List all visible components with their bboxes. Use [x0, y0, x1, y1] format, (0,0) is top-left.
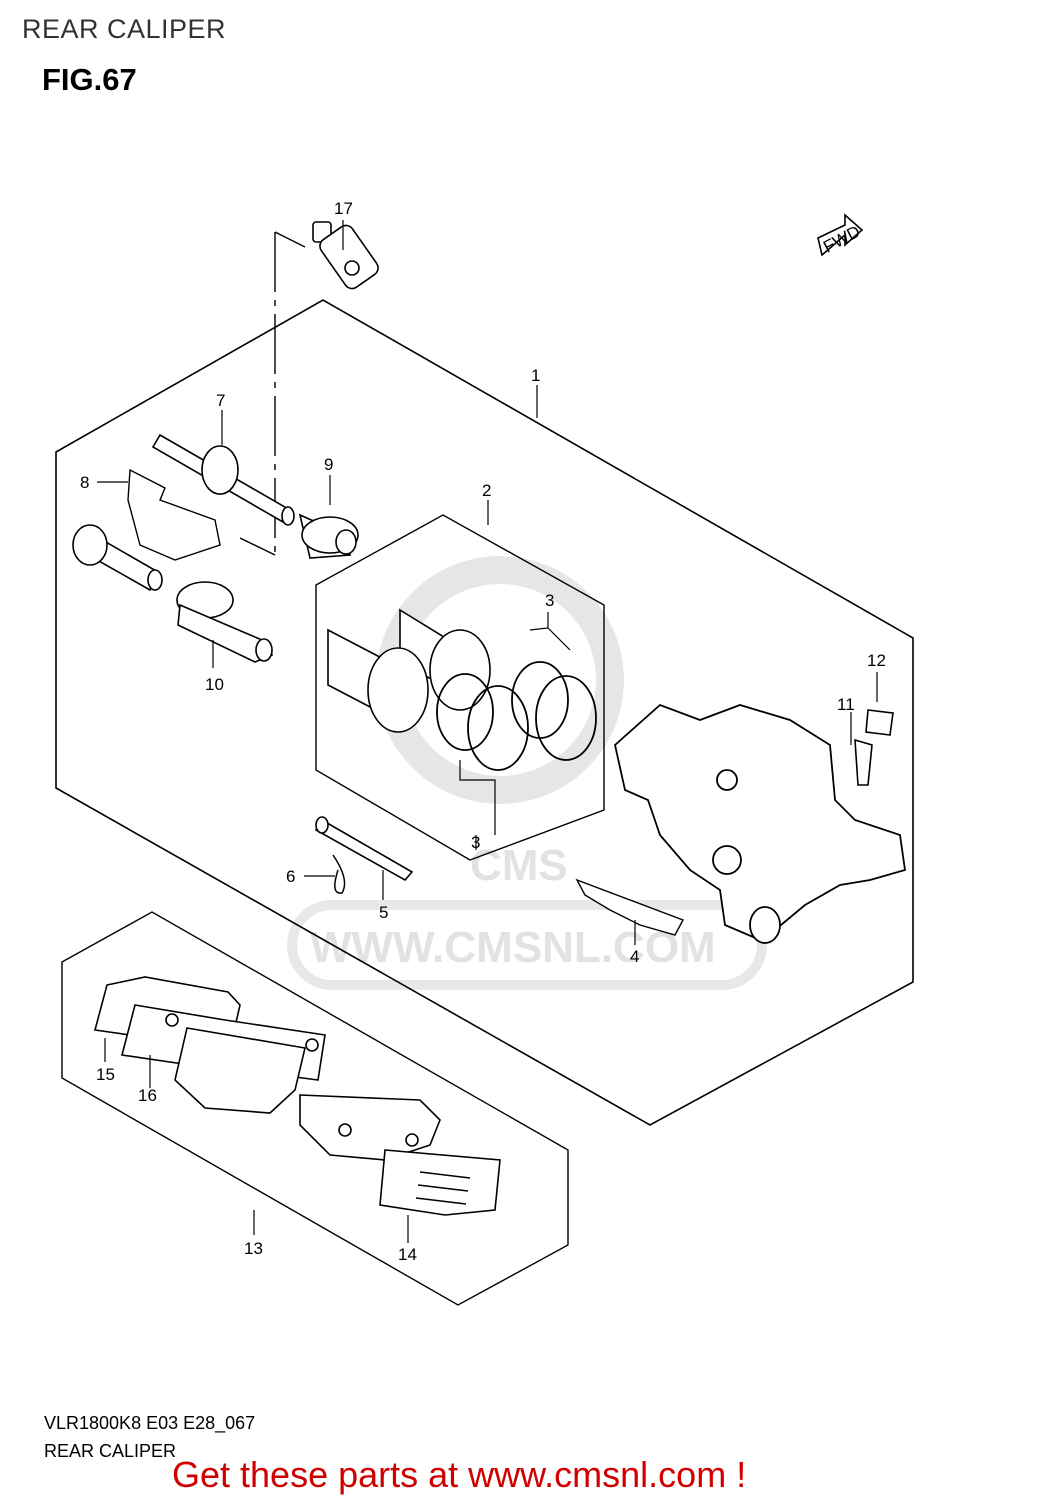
pistons-part — [327, 608, 491, 733]
caliper-body-part — [614, 703, 907, 944]
forward-arrow-icon: FWD — [817, 213, 863, 257]
part-labels: 17 1 7 8 9 2 3 10 12 11 3 6 5 4 15 16 13… — [80, 199, 886, 1264]
lower-pin-part — [72, 524, 163, 592]
figure-number: FIG.67 — [42, 62, 137, 97]
part-label-9: 9 — [324, 455, 333, 474]
part-label-13: 13 — [244, 1239, 263, 1258]
part-label-5: 5 — [379, 903, 388, 922]
watermark-logo-text: CMS — [470, 841, 568, 890]
part-label-12: 12 — [867, 651, 886, 670]
part-label-3-top: 3 — [545, 591, 554, 610]
watermark-text: WWW.CMSNL.COM — [310, 923, 716, 972]
part-label-8: 8 — [80, 473, 89, 492]
part-label-6: 6 — [286, 867, 295, 886]
bracket-spring-part — [127, 468, 221, 561]
diagram-subtitle: REAR CALIPER — [44, 1441, 177, 1461]
part-label-17: 17 — [334, 199, 353, 218]
part-label-3-bottom: 3 — [471, 833, 480, 852]
part-label-16: 16 — [138, 1086, 157, 1105]
part-label-14: 14 — [398, 1245, 417, 1264]
leader-lines — [97, 220, 878, 1243]
piston-set-outline — [315, 514, 605, 861]
part-label-1: 1 — [531, 366, 540, 385]
diagram-code: VLR1800K8 E03 E28_067 — [44, 1413, 256, 1433]
slide-pin-part — [151, 433, 295, 526]
part-label-10: 10 — [205, 675, 224, 694]
part-label-11: 11 — [837, 695, 855, 714]
caliper-kit-outline — [55, 299, 914, 1126]
bolt-part — [312, 221, 379, 290]
part-label-15: 15 — [96, 1065, 115, 1084]
bleeder-valve-part — [854, 709, 894, 786]
pad-pin-part — [314, 816, 414, 882]
part-label-2: 2 — [482, 481, 491, 500]
cmsnl-promo-link[interactable]: Get these parts at www.cmsnl.com ! — [172, 1454, 747, 1495]
pin-boot-part — [176, 581, 274, 663]
pad-set-outline — [61, 911, 569, 1306]
dust-boot-part — [298, 513, 359, 559]
r-clip-part — [332, 854, 346, 894]
part-label-7: 7 — [216, 391, 225, 410]
piston-seals-part — [436, 661, 597, 771]
part-label-4: 4 — [630, 947, 639, 966]
page-title: REAR CALIPER — [22, 14, 227, 44]
brake-pads-part — [93, 976, 501, 1216]
pad-spring-part — [575, 878, 684, 936]
